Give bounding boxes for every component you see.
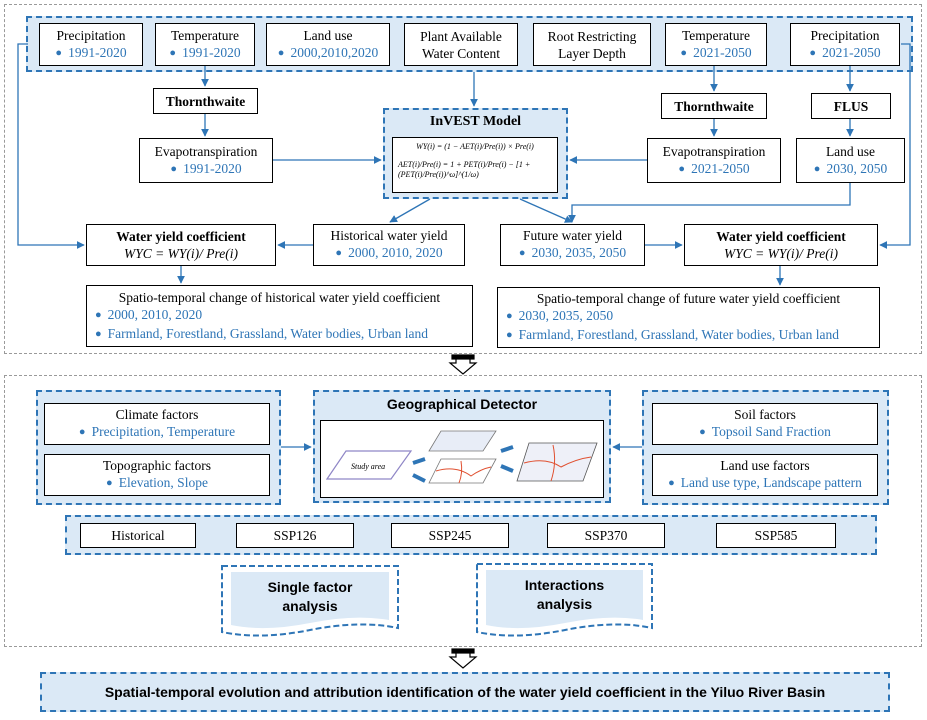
input-label: Land use bbox=[303, 27, 353, 43]
evap-value: 1991-2020 bbox=[170, 160, 242, 179]
scenario-ssp126: SSP126 bbox=[236, 523, 354, 548]
land-use-value: 2030, 2050 bbox=[814, 160, 887, 179]
change-types: Farmland, Forestland, Grassland, Water b… bbox=[95, 325, 464, 344]
geo-detector-title: Geographical Detector bbox=[386, 396, 538, 412]
water-yield-value: 2030, 2035, 2050 bbox=[519, 244, 627, 263]
evap-value: 2021-2050 bbox=[678, 160, 750, 179]
evap-label: Evapotranspiration bbox=[662, 143, 766, 159]
wyc-future: Water yield coefficient WYC = WY(i)/ Pre… bbox=[684, 224, 878, 266]
factor-value: Land use type, Landscape pattern bbox=[668, 474, 862, 493]
scenario-historical: Historical bbox=[80, 523, 196, 548]
input-value: 2021-2050 bbox=[680, 44, 752, 63]
input-label: Precipitation bbox=[810, 27, 880, 43]
input-label: Temperature bbox=[170, 27, 239, 43]
factor-label: Topographic factors bbox=[102, 458, 212, 473]
panel-water-yield bbox=[4, 4, 922, 354]
land-use-future: Land use 2030, 2050 bbox=[796, 138, 905, 183]
historical-water-yield: Historical water yield 2000, 2010, 2020 bbox=[313, 224, 465, 266]
wyc-formula: WYC = WY(i)/ Pre(i) bbox=[724, 246, 838, 261]
geo-detector-sketch: Study area bbox=[325, 430, 598, 484]
climate-factors-box: Climate factors Precipitation, Temperatu… bbox=[44, 403, 270, 445]
evapotranspiration-historical: Evapotranspiration 1991-2020 bbox=[139, 138, 273, 183]
final-outcome-group: Spatial-temporal evolution and attributi… bbox=[40, 672, 890, 712]
water-yield-label: Future water yield bbox=[523, 228, 622, 243]
historical-change-box: Spatio-temporal change of historical wat… bbox=[86, 285, 473, 347]
factor-value: Precipitation, Temperature bbox=[79, 423, 236, 442]
input-label: Temperature bbox=[681, 27, 750, 43]
water-yield-label: Historical water yield bbox=[330, 228, 448, 243]
factor-value: Topsoil Sand Fraction bbox=[699, 423, 831, 442]
study-area-label: Study area bbox=[351, 462, 385, 471]
input-value: 1991-2020 bbox=[55, 44, 127, 63]
formula-water-yield: WY(i) = (1 − AET(i)/Pre(i)) × Pre(i) bbox=[416, 142, 534, 151]
future-water-yield: Future water yield 2030, 2035, 2050 bbox=[500, 224, 645, 266]
change-title: Spatio-temporal change of future water y… bbox=[536, 291, 841, 306]
wyc-formula: WYC = WY(i)/ Pre(i) bbox=[124, 246, 238, 261]
land-use-label: Land use bbox=[825, 143, 876, 159]
input-precipitation-future: Precipitation 2021-2050 bbox=[790, 23, 900, 66]
input-label: Plant Available Water Content bbox=[420, 28, 502, 61]
scenario-ssp245: SSP245 bbox=[391, 523, 509, 548]
factor-label: Soil factors bbox=[734, 407, 796, 422]
scenario-label: SSP370 bbox=[584, 528, 628, 543]
factor-value: Elevation, Slope bbox=[106, 474, 208, 493]
wyc-title: Water yield coefficient bbox=[116, 229, 246, 244]
factor-label: Climate factors bbox=[115, 407, 199, 422]
thornthwaite-label: Thornthwaite bbox=[165, 93, 246, 109]
scenario-ssp370: SSP370 bbox=[547, 523, 665, 548]
wyc-historical: Water yield coefficient WYC = WY(i)/ Pre… bbox=[86, 224, 276, 266]
input-value: 2000,2010,2020 bbox=[278, 44, 378, 63]
input-value: 1991-2020 bbox=[169, 44, 241, 63]
future-change-box: Spatio-temporal change of future water y… bbox=[497, 287, 880, 348]
soil-factors-box: Soil factors Topsoil Sand Fraction bbox=[652, 403, 878, 445]
factor-label: Land use factors bbox=[720, 458, 810, 473]
scenario-label: SSP585 bbox=[754, 528, 798, 543]
final-outcome-text: Spatial-temporal evolution and attributi… bbox=[104, 684, 826, 700]
thornthwaite-right: Thornthwaite bbox=[661, 93, 767, 119]
input-precipitation-historical: Precipitation 1991-2020 bbox=[39, 23, 143, 66]
thornthwaite-left: Thornthwaite bbox=[153, 88, 258, 114]
panel-attribution bbox=[4, 375, 922, 647]
input-label: Root Restricting Layer Depth bbox=[547, 28, 637, 61]
invest-title: InVEST Model bbox=[429, 114, 522, 129]
flus-box: FLUS bbox=[811, 93, 891, 119]
change-years: 2030, 2035, 2050 bbox=[506, 307, 871, 326]
input-plant-available-water: Plant Available Water Content bbox=[404, 23, 518, 66]
evap-label: Evapotranspiration bbox=[154, 143, 258, 159]
input-label: Precipitation bbox=[56, 27, 126, 43]
scenario-label: SSP245 bbox=[428, 528, 472, 543]
interactions-analysis: Interactions analysis bbox=[524, 577, 605, 612]
wyc-title: Water yield coefficient bbox=[716, 229, 846, 244]
land-use-factors-box: Land use factors Land use type, Landscap… bbox=[652, 454, 878, 496]
change-years: 2000, 2010, 2020 bbox=[95, 306, 464, 325]
input-temperature-future: Temperature 2021-2050 bbox=[665, 23, 767, 66]
single-factor-analysis: Single factor analysis bbox=[267, 579, 353, 614]
thornthwaite-label: Thornthwaite bbox=[674, 98, 754, 114]
input-value: 2021-2050 bbox=[809, 44, 881, 63]
change-types: Farmland, Forestland, Grassland, Water b… bbox=[506, 326, 871, 345]
water-yield-value: 2000, 2010, 2020 bbox=[335, 244, 443, 263]
scenario-label: SSP126 bbox=[273, 528, 317, 543]
scenario-label: Historical bbox=[111, 528, 165, 543]
input-root-restricting-depth: Root Restricting Layer Depth bbox=[533, 23, 651, 66]
invest-formula-box: WY(i) = (1 − AET(i)/Pre(i)) × Pre(i) AET… bbox=[392, 137, 558, 193]
geo-detector-illustration: Study area bbox=[320, 420, 604, 498]
topographic-factors-box: Topographic factors Elevation, Slope bbox=[44, 454, 270, 496]
change-title: Spatio-temporal change of historical wat… bbox=[118, 289, 441, 305]
formula-aet: AET(i)/Pre(i) = 1 + PET(i)/Pre(i) − [1 +… bbox=[398, 160, 531, 179]
evapotranspiration-future: Evapotranspiration 2021-2050 bbox=[647, 138, 781, 183]
flus-label: FLUS bbox=[833, 98, 869, 114]
scenario-ssp585: SSP585 bbox=[716, 523, 836, 548]
input-temperature-historical: Temperature 1991-2020 bbox=[155, 23, 255, 66]
input-land-use-historical: Land use 2000,2010,2020 bbox=[266, 23, 390, 66]
